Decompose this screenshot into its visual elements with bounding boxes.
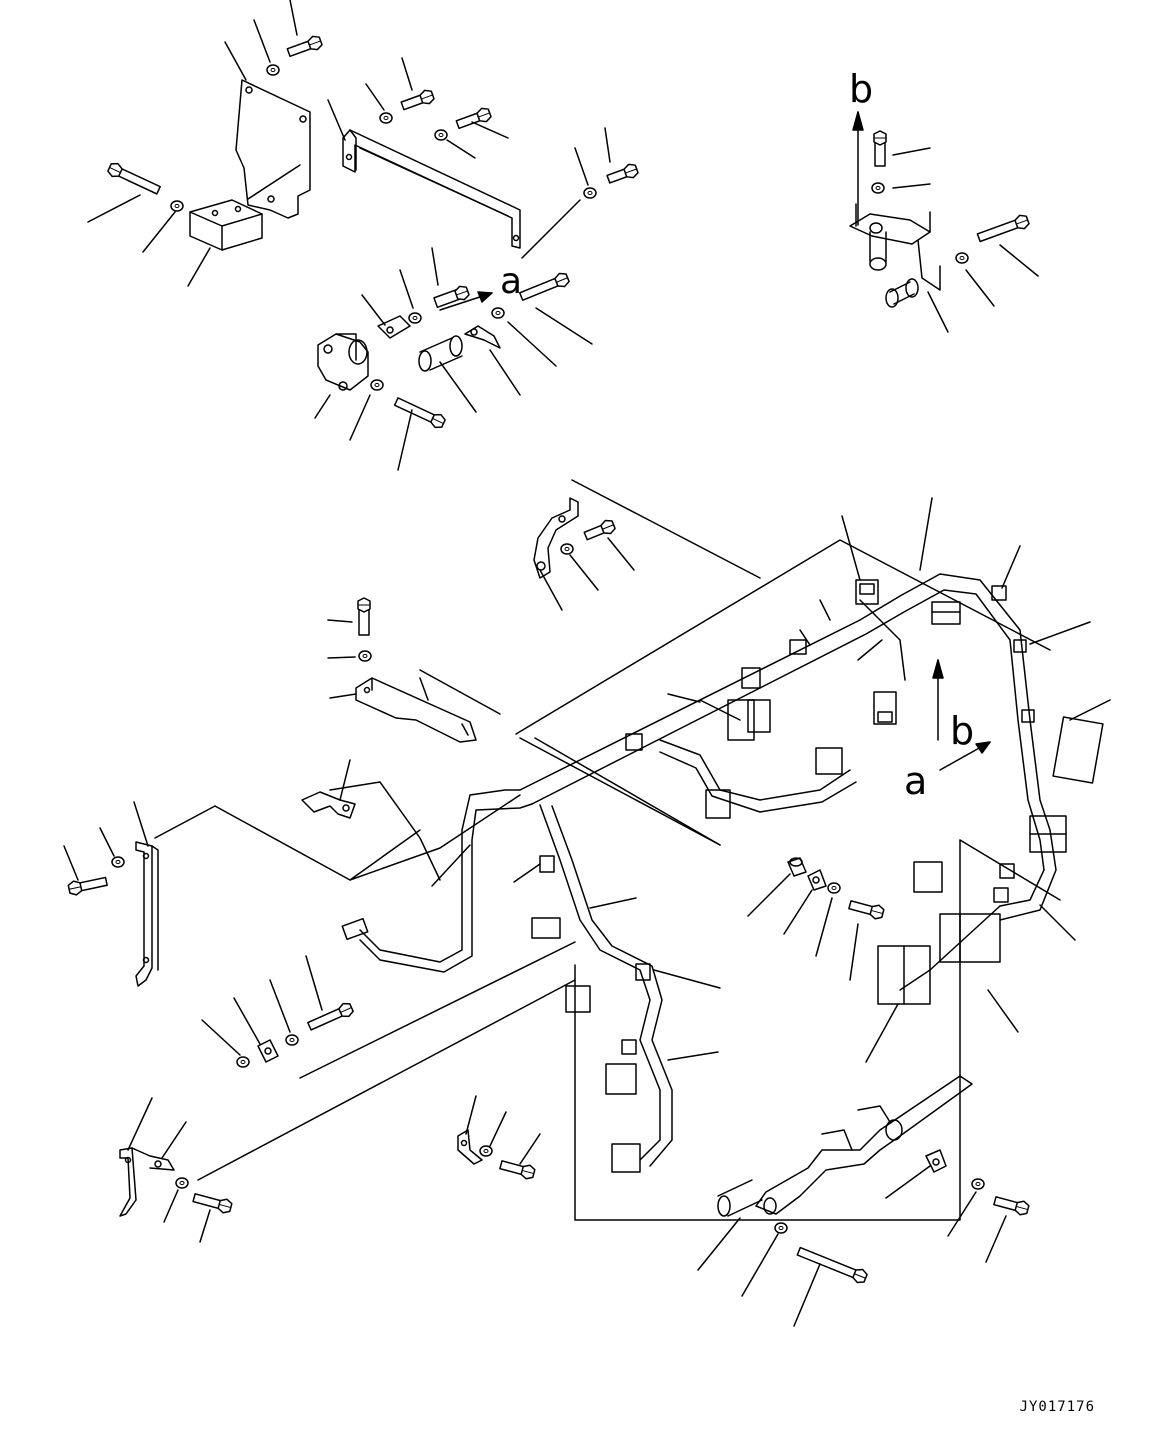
- bottom-right-bracket-group: [697, 1075, 1031, 1327]
- connector-14: [565, 985, 591, 1013]
- connector-3: [873, 691, 897, 725]
- cover-plate-group: [87, 0, 640, 287]
- lower-left-group: [119, 955, 541, 1243]
- connector-16: [611, 1143, 641, 1173]
- plate-bracket-group: [301, 597, 477, 819]
- bracket-a-group: [314, 247, 593, 471]
- wire-harness: [154, 479, 1111, 1221]
- connector-7: [1029, 815, 1067, 853]
- label-b-top: b: [849, 67, 873, 111]
- connector-1: [855, 579, 879, 605]
- label-a-right: a: [904, 759, 927, 803]
- connector-15: [605, 1063, 637, 1095]
- connector-2: [931, 601, 961, 625]
- connector-8: [913, 861, 943, 893]
- connector-10: [877, 945, 931, 1005]
- connector-6: [705, 789, 731, 819]
- bracket-b-group: [849, 111, 1039, 333]
- label-b-right: b: [950, 709, 974, 753]
- top-middle-bracket-group: [533, 497, 635, 611]
- left-bracket-group: [63, 801, 159, 987]
- label-a-top: a: [500, 261, 522, 302]
- drawing-code: JY017176: [1019, 1399, 1095, 1415]
- connector-5: [815, 747, 843, 775]
- right-middle-group: [747, 857, 886, 981]
- connector-13: [531, 917, 561, 939]
- connector-9: [1052, 716, 1104, 784]
- connector-11: [939, 913, 1001, 963]
- connector-4: [727, 699, 771, 741]
- connector-12: [341, 917, 369, 941]
